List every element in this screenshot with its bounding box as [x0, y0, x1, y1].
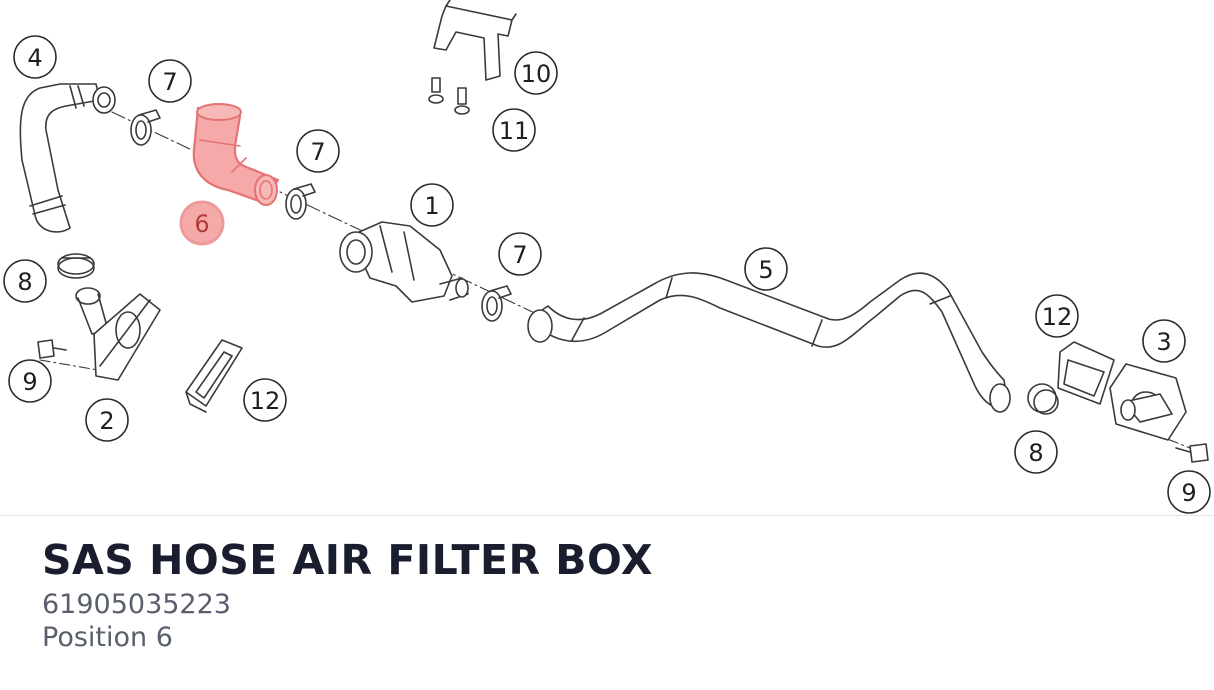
clamp-part-7-a: [130, 109, 161, 146]
callout-label: 7: [310, 138, 325, 166]
flange-part-3: [1109, 363, 1187, 441]
callout-circle: [3, 259, 47, 303]
callout-label: 10: [521, 60, 552, 88]
callout-label: 6: [194, 210, 209, 238]
callout-circle: [296, 129, 340, 173]
callout-7[interactable]: 7: [296, 129, 340, 173]
callout-6-highlighted[interactable]: 6: [179, 200, 225, 246]
callout-label: 9: [22, 368, 37, 396]
callout-circle: [1035, 294, 1079, 338]
hose-part-5: [527, 272, 1011, 413]
position-label: Position 6: [42, 622, 173, 653]
callout-circle: [744, 247, 788, 291]
callout-circle: [13, 35, 57, 79]
hose-part-4: [19, 83, 116, 233]
parts-diagram: 4 7 6 7 1 7 5 10 11 8 9 2 12 12 3 8 9: [3, 0, 1211, 514]
callout-7[interactable]: 7: [148, 59, 192, 103]
callout-circle: [1142, 319, 1186, 363]
callout-1[interactable]: 1: [410, 183, 454, 227]
callout-label: 7: [162, 68, 177, 96]
callout-3[interactable]: 3: [1142, 319, 1186, 363]
callout-12[interactable]: 12: [1035, 294, 1079, 338]
callout-label: 11: [499, 117, 530, 145]
flange-part-2: [75, 287, 161, 381]
bolt-part-9-b: [1175, 443, 1209, 463]
callout-circle: [1014, 430, 1058, 474]
callout-group: 4 7 6 7 1 7 5 10 11 8 9 2 12 12 3 8 9: [3, 35, 1211, 514]
callout-5[interactable]: 5: [744, 247, 788, 291]
bracket-part-10: [433, 0, 517, 81]
callout-9[interactable]: 9: [8, 359, 52, 403]
callout-circle: [410, 183, 454, 227]
callout-label: 2: [99, 407, 114, 435]
callout-2[interactable]: 2: [85, 398, 129, 442]
callout-4[interactable]: 4: [13, 35, 57, 79]
valve-part-1: [339, 221, 469, 303]
callout-circle: [8, 359, 52, 403]
callout-circle: [85, 398, 129, 442]
callout-8[interactable]: 8: [3, 259, 47, 303]
gasket-part-12-a: [185, 339, 243, 413]
callout-label: 12: [250, 387, 281, 415]
clamp-part-8-a: [57, 253, 95, 279]
callout-circle: [179, 200, 225, 246]
callout-circle: [1167, 470, 1211, 514]
part-title: SAS HOSE AIR FILTER BOX: [42, 536, 654, 584]
callout-label: 7: [512, 241, 527, 269]
clamp-part-7-c: [481, 285, 512, 322]
divider-line: [0, 515, 1214, 516]
clamp-part-8-b: [1027, 383, 1059, 415]
assembly-axis-line: [111, 111, 546, 319]
callout-12[interactable]: 12: [243, 378, 287, 422]
callout-9[interactable]: 9: [1167, 470, 1211, 514]
callout-circle: [148, 59, 192, 103]
clamp-part-7-b: [285, 183, 316, 220]
gasket-part-12-b: [1057, 341, 1115, 405]
hose-part-6-highlighted: [192, 103, 280, 206]
callout-label: 4: [27, 44, 42, 72]
callout-circle: [498, 232, 542, 276]
callout-7[interactable]: 7: [498, 232, 542, 276]
bolt-part-9-a: [37, 339, 67, 359]
callout-circle: [514, 51, 558, 95]
callout-8[interactable]: 8: [1014, 430, 1058, 474]
screws-part-11: [428, 77, 470, 115]
callout-circle: [492, 108, 536, 152]
callout-label: 3: [1156, 328, 1171, 356]
callout-10[interactable]: 10: [514, 51, 558, 95]
callout-label: 1: [424, 192, 439, 220]
callout-11[interactable]: 11: [492, 108, 536, 152]
callout-label: 5: [758, 256, 773, 284]
part-number: 61905035223: [42, 589, 231, 620]
callout-label: 12: [1042, 303, 1073, 331]
callout-circle: [243, 378, 287, 422]
callout-label: 8: [1028, 439, 1043, 467]
callout-label: 9: [1181, 479, 1196, 507]
callout-label: 8: [17, 268, 32, 296]
